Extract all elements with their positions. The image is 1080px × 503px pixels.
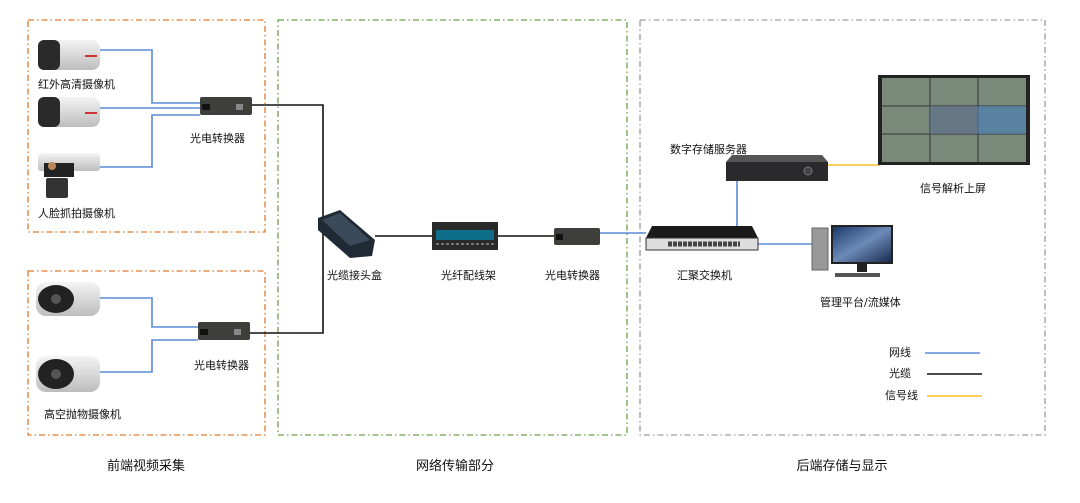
face-camera-label: 人脸抓拍摄像机 bbox=[38, 206, 115, 220]
legend-label-signal: 信号线 bbox=[885, 388, 918, 402]
media-converter-top-icon bbox=[200, 97, 252, 115]
dvr-server-icon bbox=[726, 155, 828, 181]
patch-panel-icon bbox=[432, 222, 498, 250]
fiber-cables bbox=[250, 104, 554, 334]
media-converter-mid-icon bbox=[554, 228, 600, 245]
ir-camera-1-icon bbox=[38, 40, 100, 70]
video-wall-icon bbox=[878, 75, 1030, 165]
section-label-network: 网络传输部分 bbox=[416, 458, 494, 474]
section-label-back: 后端存储与显示 bbox=[796, 459, 887, 474]
splice-box-label: 光缆接头盒 bbox=[327, 268, 382, 282]
switch-label: 汇聚交换机 bbox=[677, 268, 732, 282]
legend: 网线 光缆 信号线 bbox=[885, 345, 982, 402]
front-section-box-bottom bbox=[27, 270, 266, 436]
converter-bottom-label: 光电转换器 bbox=[194, 358, 249, 372]
network-section-box bbox=[277, 19, 628, 436]
splice-box-icon bbox=[318, 210, 375, 258]
ethernet-cables bbox=[96, 49, 812, 373]
falling-object-camera-label: 高空抛物摄像机 bbox=[44, 407, 121, 421]
management-pc-icon bbox=[811, 225, 893, 277]
video-wall-label: 信号解析上屏 bbox=[920, 181, 986, 195]
section-label-front: 前端视频采集 bbox=[107, 458, 185, 474]
media-converter-bottom-icon bbox=[198, 322, 250, 340]
legend-label-fiber: 光缆 bbox=[889, 366, 911, 380]
falling-object-camera-2-icon bbox=[36, 356, 100, 392]
legend-label-ethernet: 网线 bbox=[889, 345, 911, 359]
dvr-label: 数字存储服务器 bbox=[670, 142, 747, 156]
falling-object-camera-1-icon bbox=[36, 282, 100, 316]
converter-mid-label: 光电转换器 bbox=[545, 268, 600, 282]
ir-camera-2-icon bbox=[38, 97, 100, 127]
platform-label: 管理平台/流媒体 bbox=[820, 295, 901, 309]
aggregation-switch-icon bbox=[645, 226, 759, 251]
patch-panel-label: 光纤配线架 bbox=[441, 268, 496, 282]
back-section-box bbox=[639, 19, 1046, 436]
front-section-box-top bbox=[27, 19, 266, 233]
converter-top-label: 光电转换器 bbox=[190, 131, 245, 145]
ir-camera-label: 红外高清摄像机 bbox=[38, 77, 115, 91]
face-camera-icon bbox=[38, 153, 100, 198]
